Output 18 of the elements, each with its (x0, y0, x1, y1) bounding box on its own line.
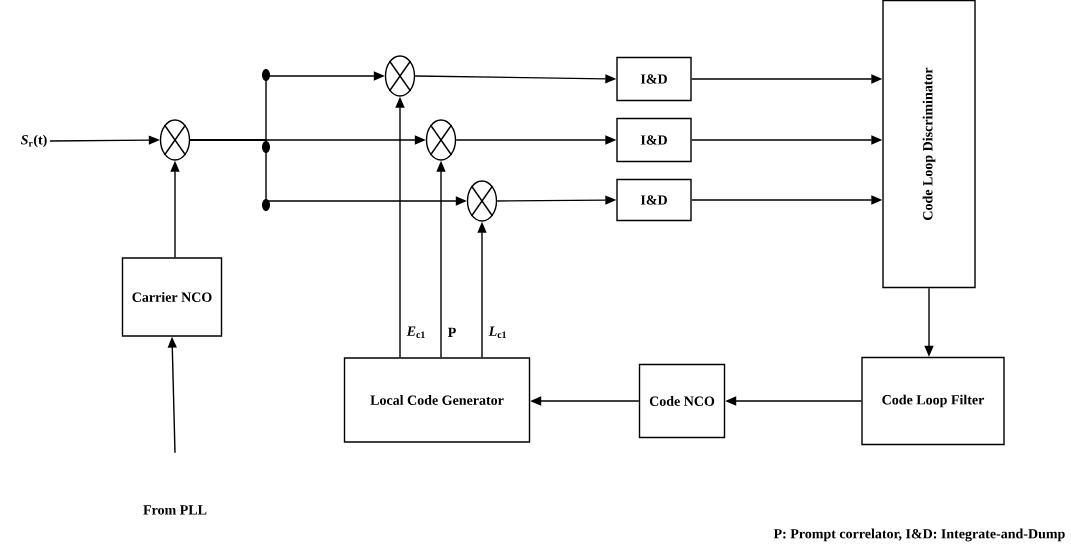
edge-label: L$_{c1}$ (487, 325, 508, 339)
edge-label: P (446, 326, 458, 338)
note-text: P: Prompt correlator, I&D: Integrate-and-Dump (773, 528, 1065, 542)
signal-label: From PLL (143, 505, 207, 515)
mixer-symbol (425, 119, 457, 161)
edge-label: E$_{c1}$ (405, 325, 427, 339)
block-box: I&D (616, 56, 692, 102)
mixer-symbol (384, 55, 416, 97)
block-box: Code NCO (638, 363, 726, 439)
block-box: Code Loop Discriminator (882, 0, 976, 289)
block-box: Local Code Generator (343, 357, 531, 443)
block-box: I&D (616, 117, 692, 163)
block-box: Code Loop Filter (861, 356, 1005, 446)
signal-label: S$_{r}$(t) (20, 134, 47, 148)
block-box: Carrier NCO (121, 257, 223, 337)
mixer-symbol (159, 119, 191, 161)
mixer-symbol (466, 180, 498, 222)
block-box: I&D (616, 178, 692, 222)
